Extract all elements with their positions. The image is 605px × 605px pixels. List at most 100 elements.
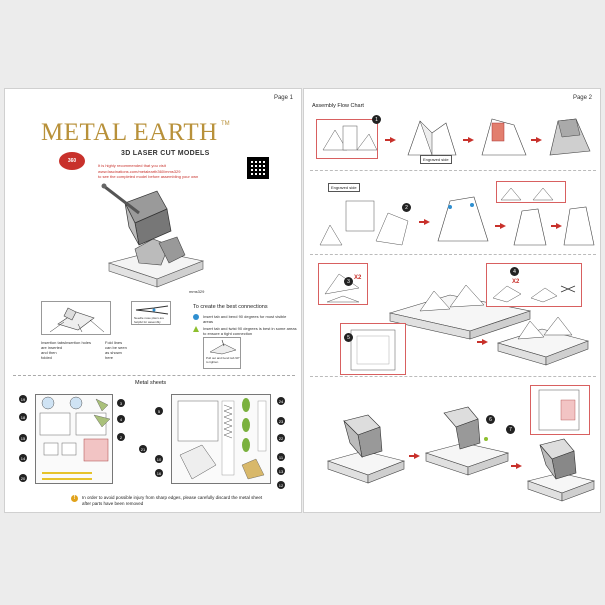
instruction-page-1: Page 1 METAL EARTH TM 360 3D LASER CUT M… bbox=[4, 88, 302, 513]
step-5-parts-illustration bbox=[350, 329, 396, 371]
arrow-right-icon bbox=[419, 219, 430, 225]
step-2-detail-box bbox=[496, 181, 566, 203]
step-1-result bbox=[549, 118, 591, 156]
page-number: Page 2 bbox=[572, 95, 592, 101]
arrow-right-icon bbox=[385, 137, 396, 143]
warning-icon: ! bbox=[71, 495, 78, 502]
callout-21: 21 bbox=[139, 445, 147, 453]
step-2-badge: 2 bbox=[402, 203, 411, 212]
safety-warning: ! In order to avoid possible injury from… bbox=[71, 495, 271, 507]
callout-11: 11 bbox=[277, 453, 285, 461]
callout-5: 5 bbox=[155, 407, 163, 415]
metal-sheets-heading: Metal sheets bbox=[135, 380, 167, 386]
callout-16: 16 bbox=[155, 469, 163, 477]
step-2-detail-illustration bbox=[500, 187, 554, 201]
sheet-1-parts bbox=[39, 396, 111, 480]
tab-diagram-box bbox=[41, 301, 111, 335]
step-6-assembly bbox=[424, 406, 510, 476]
callout-23: 23 bbox=[277, 417, 285, 425]
arrow-right-icon bbox=[551, 223, 562, 229]
metal-sheet-1 bbox=[35, 394, 113, 484]
metal-sheet-2 bbox=[171, 394, 271, 484]
step-5-badge: 5 bbox=[344, 333, 353, 342]
trademark-mark: TM bbox=[221, 121, 230, 127]
blue-dot-icon bbox=[193, 314, 199, 320]
intro-url-link[interactable]: www.fascinations.com/metalearth360/mms32… bbox=[98, 168, 181, 174]
qr-code-icon[interactable] bbox=[247, 157, 269, 179]
callout-22: 22 bbox=[277, 434, 285, 442]
warning-text: In order to avoid possible injury from s… bbox=[82, 495, 263, 506]
callout-15: 15 bbox=[19, 434, 27, 442]
flow-row-4: 6 7 bbox=[310, 381, 596, 509]
twist-tip-text: Insert tab and twist 90 degrees is best … bbox=[203, 326, 297, 336]
instruction-page-2: Page 2 Assembly Flow Chart 1 Engraved si… bbox=[303, 88, 601, 513]
completed-hammer-model bbox=[526, 438, 596, 502]
step-5-parts-box bbox=[340, 323, 406, 375]
intro-text: It is highly recommended that you visit … bbox=[98, 163, 248, 180]
pliers-label: Needle nose pliers are helpful for assem… bbox=[134, 316, 165, 324]
callout-10: 10 bbox=[155, 455, 163, 463]
quantity-x2: X2 bbox=[354, 275, 362, 281]
brand-logo: METAL EARTH bbox=[41, 119, 218, 146]
step-2-result bbox=[563, 206, 595, 246]
subtitle: 3D LASER CUT MODELS bbox=[121, 150, 210, 157]
step-1-assembly bbox=[407, 120, 457, 156]
step-4-parts-illustration bbox=[492, 285, 576, 303]
360-badge: 360 bbox=[59, 152, 85, 170]
arrow-right-icon bbox=[477, 339, 488, 345]
callout-3: 3 bbox=[117, 399, 125, 407]
insertion-holes-label: Insertion holes bbox=[65, 340, 92, 345]
callout-4: 4 bbox=[117, 415, 125, 423]
arrow-right-icon bbox=[531, 137, 542, 143]
pull-tab-box: Pull out and bend tab 90° to tighten bbox=[203, 337, 241, 369]
step-4-parts-box bbox=[486, 263, 582, 307]
step-3-parts-box bbox=[318, 263, 368, 305]
callout-19: 19 bbox=[19, 395, 27, 403]
arrow-right-icon bbox=[409, 453, 420, 459]
pull-tab-illustration bbox=[209, 339, 237, 355]
engraved-side-tag: Engraved side bbox=[328, 183, 360, 192]
insertion-tabs-label: Insertion tabs are inserted and then fol… bbox=[41, 340, 66, 360]
callout-24: 24 bbox=[277, 397, 285, 405]
callout-12: 12 bbox=[277, 481, 285, 489]
step-7-badge: 7 bbox=[506, 425, 515, 434]
intro-line-2: to see the completed model before assemb… bbox=[98, 174, 199, 179]
green-triangle-icon bbox=[193, 326, 199, 332]
callout-2: 2 bbox=[117, 433, 125, 441]
step-3-badge: 3 bbox=[344, 277, 353, 286]
step-3-parts-illustration bbox=[324, 273, 360, 303]
step-1-parts-illustration bbox=[322, 125, 378, 151]
step-1-engraved-panel bbox=[481, 118, 527, 156]
pliers-icon bbox=[135, 305, 169, 315]
sheet-2-parts bbox=[177, 398, 267, 480]
step-5-result bbox=[496, 316, 589, 366]
step-7-parts-box bbox=[530, 385, 590, 435]
pull-tab-label: Pull out and bend tab 90° to tighten bbox=[206, 356, 240, 364]
step-6-badge: 6 bbox=[486, 415, 495, 424]
bend-tip-text: Insert tab and bend 90 degrees for most … bbox=[203, 314, 287, 324]
engraved-side-tag: Engraved side bbox=[420, 155, 452, 164]
flow-row-1: 1 Engraved side bbox=[310, 111, 596, 171]
model-code: mms329 bbox=[189, 289, 205, 294]
step-1-parts-box bbox=[316, 119, 378, 159]
step-2-assembly bbox=[437, 196, 489, 242]
arrow-right-icon bbox=[495, 223, 506, 229]
hammer-model-illustration bbox=[101, 183, 205, 288]
step-1-badge: 1 bbox=[372, 115, 381, 124]
twist-tip: Insert tab and twist 90 degrees is best … bbox=[193, 326, 297, 336]
flow-row-2: Engraved side 2 bbox=[310, 173, 596, 255]
page-number: Page 1 bbox=[273, 95, 293, 101]
intro-line-1: It is highly recommended that you visit bbox=[98, 163, 166, 168]
pliers-box: Needle nose pliers are helpful for assem… bbox=[131, 301, 171, 325]
fold-lines-label: Fold lines can be seen as shown here bbox=[105, 340, 127, 360]
tab-diagram-illustration bbox=[49, 307, 105, 333]
arrow-right-icon bbox=[463, 137, 474, 143]
step-7-parts-illustration bbox=[538, 389, 580, 431]
arrow-right-icon bbox=[511, 463, 522, 469]
head-on-base bbox=[326, 414, 405, 484]
callout-14: 14 bbox=[19, 454, 27, 462]
section-divider bbox=[13, 375, 295, 376]
step-4-badge: 4 bbox=[510, 267, 519, 276]
callout-18: 18 bbox=[19, 413, 27, 421]
step-2-mid-result bbox=[513, 208, 547, 246]
